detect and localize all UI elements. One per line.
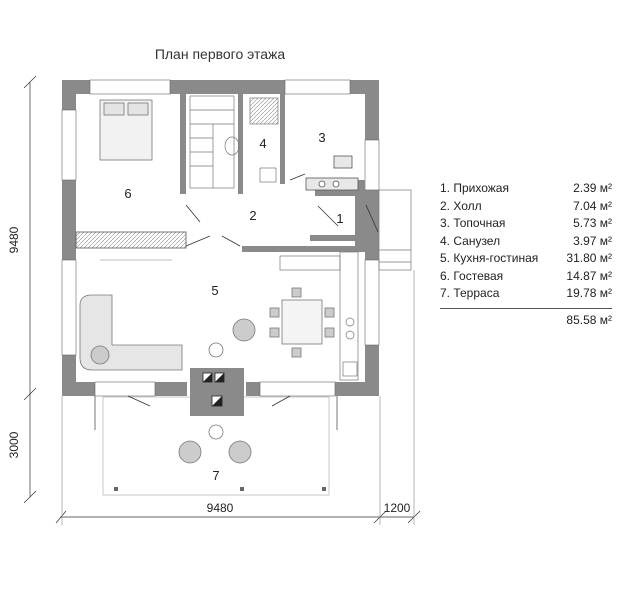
room-number-2: 2 — [249, 208, 256, 223]
inner-walls — [75, 94, 365, 416]
room-number-7: 7 — [212, 468, 219, 483]
boiler-equipment — [305, 155, 359, 191]
dimension-terrace: 3000 — [7, 431, 21, 458]
legend-row: 3. Топочная 5.73 м² — [440, 215, 612, 233]
staircase — [189, 95, 235, 189]
dimension-porch: 1200 — [384, 501, 411, 515]
dimension-labels: 9480 3000 9480 1200 — [7, 226, 411, 515]
legend-row: 2. Холл 7.04 м² — [440, 198, 612, 216]
door-swings — [100, 173, 379, 407]
legend-value: 3.97 м² — [573, 233, 612, 248]
outer-walls — [61, 79, 380, 397]
legend-total-value: 85.58 м² — [566, 312, 612, 327]
room-numbers: 1 2 3 4 5 6 7 — [124, 130, 343, 483]
room-number-1: 1 — [336, 211, 343, 226]
legend-label: 1. Прихожая — [440, 181, 509, 195]
legend-total: 85.58 м² — [440, 313, 612, 327]
kitchen-counter — [279, 251, 359, 381]
dimension-height: 9480 — [7, 226, 21, 253]
legend-label: 7. Терраса — [440, 286, 500, 300]
legend-value: 19.78 м² — [566, 286, 612, 300]
room-number-5: 5 — [211, 283, 218, 298]
area-legend: 1. Прихожая 2.39 м² 2. Холл 7.04 м² 3. Т… — [440, 180, 612, 327]
floor-plan: 1 2 3 4 5 6 7 9480 3000 9480 1200 — [7, 75, 421, 525]
legend-row: 7. Терраса 19.78 м² — [440, 285, 612, 303]
legend-value: 5.73 м² — [573, 216, 612, 230]
legend-row: 6. Гостевая 14.87 м² — [440, 268, 612, 286]
legend-label: 4. Санузел — [440, 233, 501, 248]
legend-value: 2.39 м² — [573, 181, 612, 195]
legend-row: 5. Кухня-гостиная 31.80 м² — [440, 250, 612, 268]
legend-label: 6. Гостевая — [440, 268, 504, 283]
dining-set — [269, 287, 335, 358]
legend-row: 4. Санузел 3.97 м² — [440, 233, 612, 251]
bathroom-fixtures — [224, 97, 279, 183]
terrace-furniture — [178, 424, 252, 464]
room-number-3: 3 — [318, 130, 325, 145]
legend-value: 31.80 м² — [566, 251, 612, 265]
legend-label: 5. Кухня-гостиная — [440, 251, 539, 265]
legend-divider — [440, 307, 612, 309]
room-number-6: 6 — [124, 186, 131, 201]
bed — [99, 99, 153, 161]
dimension-width: 9480 — [207, 501, 234, 515]
porch — [378, 189, 412, 271]
dimensions — [23, 75, 421, 525]
sofa — [79, 294, 256, 371]
legend-label: 2. Холл — [440, 198, 482, 213]
plan-title: План первого этажа — [154, 46, 286, 62]
legend-row: 1. Прихожая 2.39 м² — [440, 180, 612, 198]
legend-value: 7.04 м² — [573, 198, 612, 213]
legend-label: 3. Топочная — [440, 216, 506, 230]
legend-value: 14.87 м² — [566, 268, 612, 283]
room-number-4: 4 — [259, 136, 266, 151]
